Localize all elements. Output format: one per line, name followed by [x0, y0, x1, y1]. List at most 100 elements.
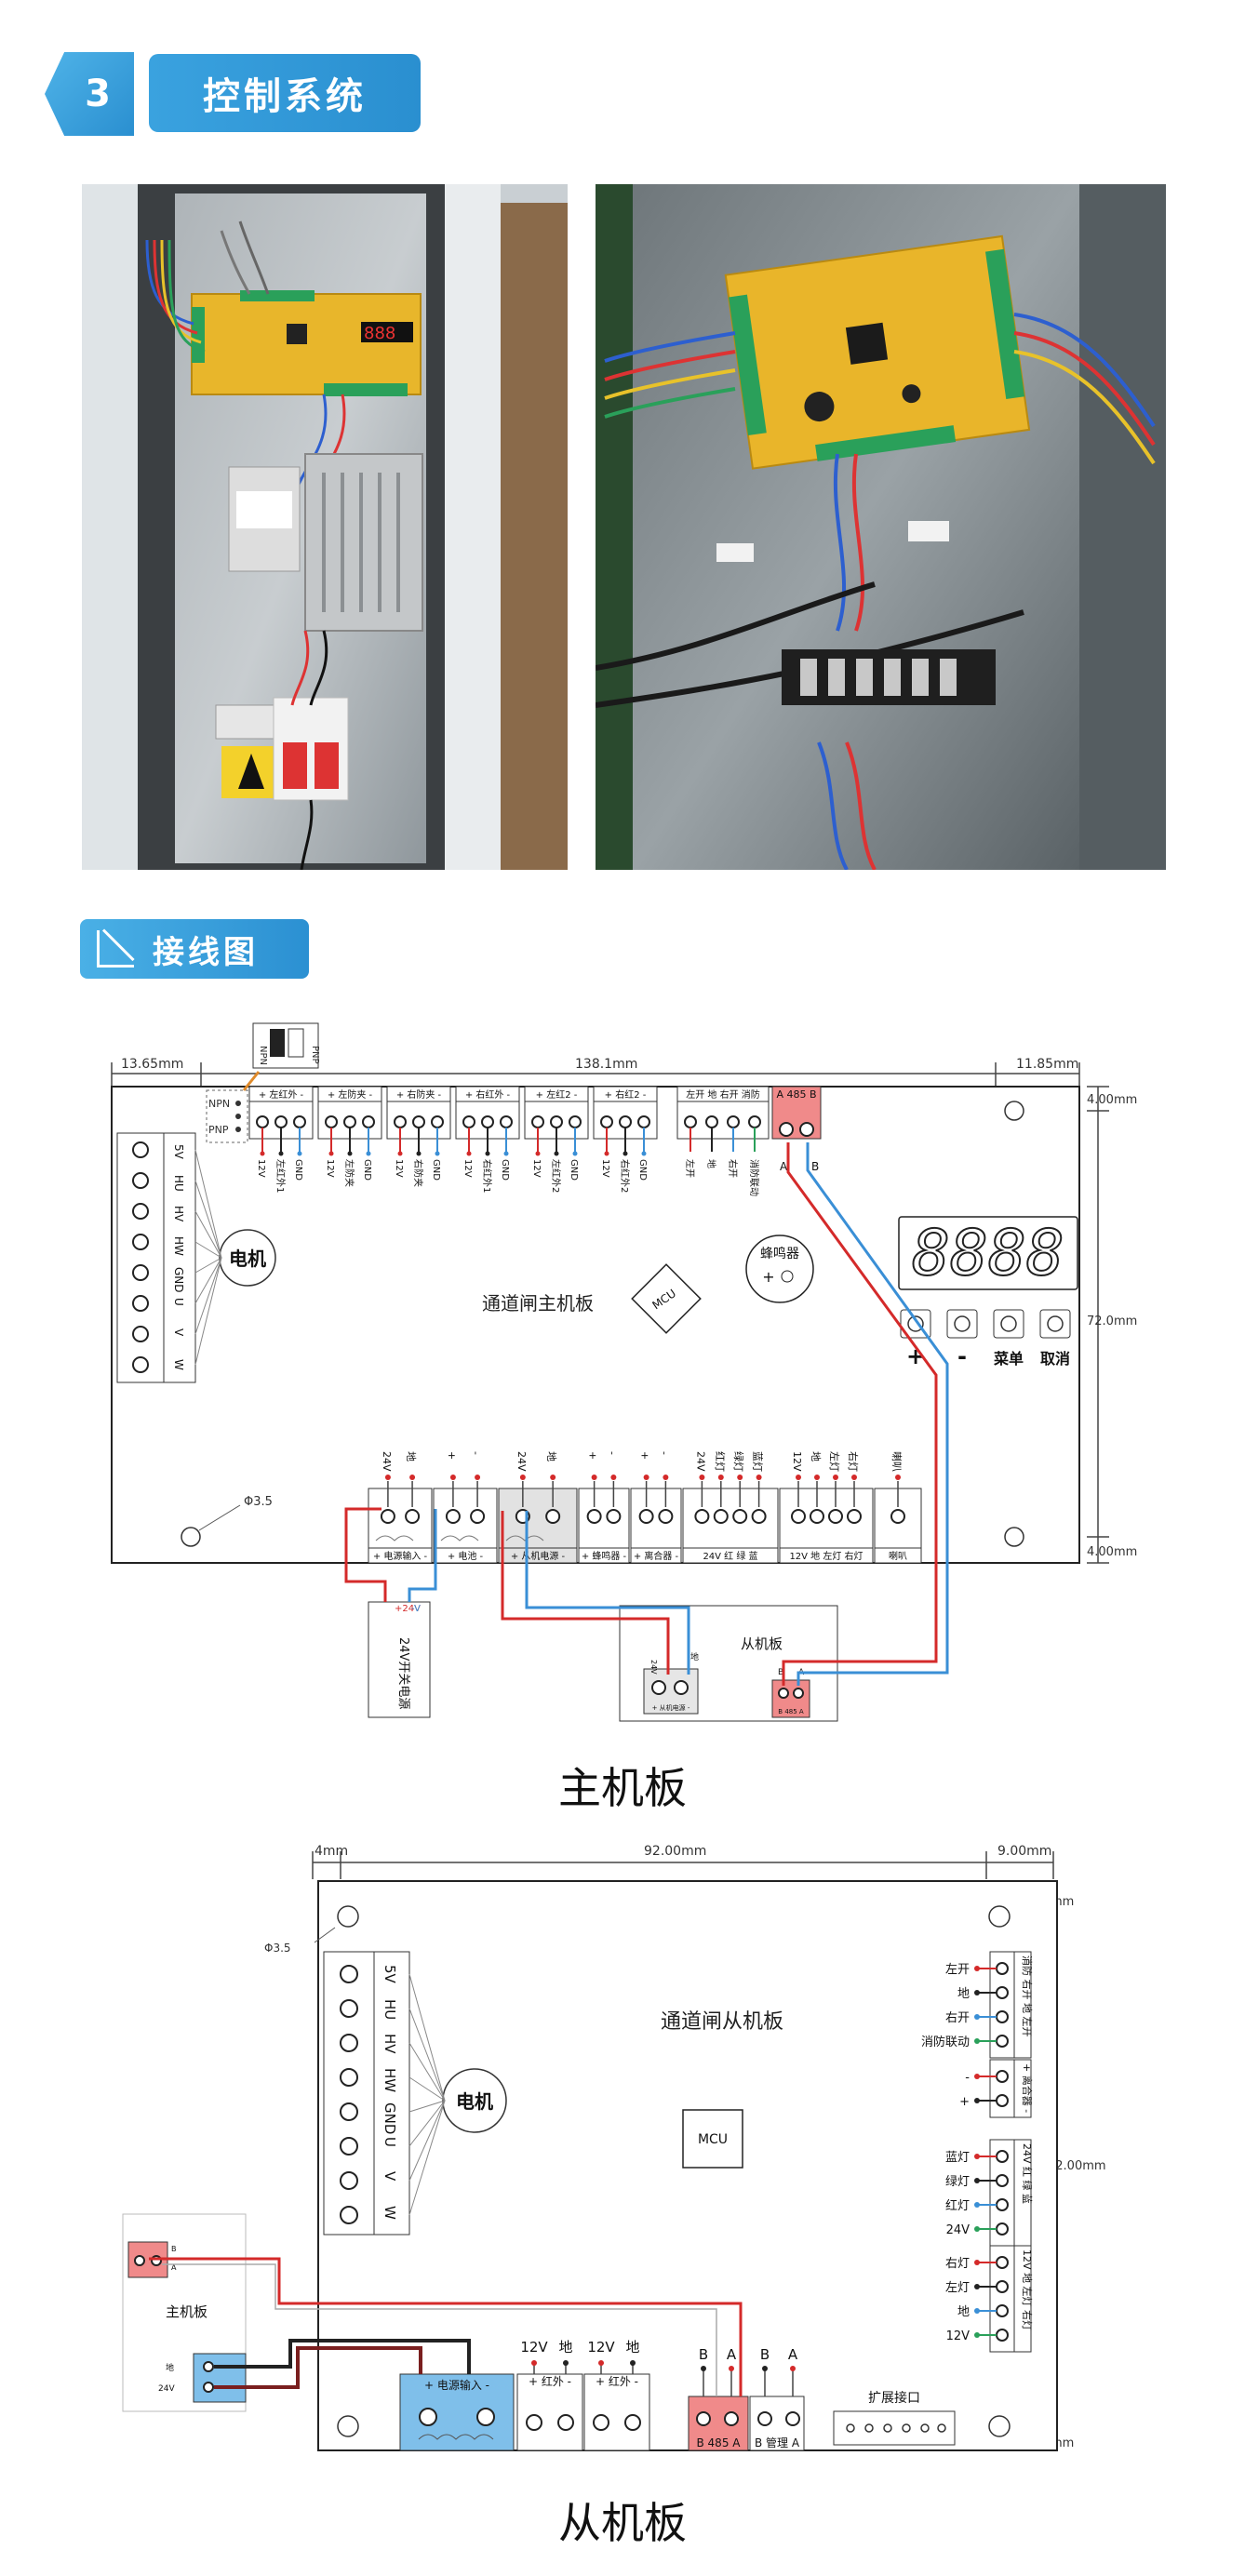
- slave-right-pin-label: 12V: [946, 2329, 971, 2343]
- slave-box-title: 从机板: [741, 1635, 783, 1652]
- main-rs485-label: A 485 B: [776, 1088, 816, 1101]
- slave-motor-pin-label: HU: [382, 1999, 398, 2020]
- main-top-pin-label: 12V: [462, 1159, 473, 1178]
- main-bottom-pin-label: 地: [405, 1451, 417, 1462]
- slave-right-pin-label: 右灯: [945, 2257, 970, 2271]
- slave-mcu-label: MCU: [698, 2132, 728, 2147]
- main-motor-connector: [116, 1132, 196, 1383]
- slave-right-pin-label: 红灯: [945, 2198, 970, 2213]
- main-panel-button-label: 取消: [1040, 1350, 1070, 1368]
- main-bottom-pin-label: 地: [810, 1451, 822, 1462]
- psu-box: [368, 1601, 431, 1718]
- slave-motor-pin-terminal: [340, 2102, 358, 2121]
- slave-motor-pin-label: U: [382, 2137, 398, 2147]
- slave-bottom-pin-label: A: [727, 2346, 737, 2363]
- main-motor-pin-label: GND: [172, 1267, 185, 1293]
- main-top-block-label: + 左防夹 -: [328, 1088, 373, 1101]
- master-box-power: [193, 2353, 247, 2403]
- slave-box-rs485-b: B: [778, 1668, 783, 1677]
- main-top-pin-label: 右红外2: [619, 1159, 631, 1193]
- slave-motor-pin-label: 5V: [382, 1965, 398, 1984]
- main-top-pin-label: GND: [362, 1159, 372, 1181]
- main-bottom-pin-label: +: [446, 1451, 458, 1460]
- main-top-block-label: + 右红2 -: [605, 1088, 647, 1101]
- slave-right-pin-label: 绿灯: [945, 2175, 970, 2189]
- slave-dim-height: 72.00mm: [1048, 2159, 1106, 2173]
- slave-motor-pin-terminal: [340, 1965, 358, 1983]
- slave-motor-pin-terminal: [340, 2034, 358, 2052]
- slave-dim-left: 4mm: [315, 1844, 348, 1859]
- slave-motor-icon: [442, 2068, 507, 2133]
- main-bottom-block-label: + 从机电源 -: [511, 1550, 566, 1562]
- main-top-block-label: + 左红外 -: [259, 1088, 304, 1101]
- slave-right-block-label: 12V 地 左灯 右灯: [1021, 2249, 1034, 2330]
- main-bottom-block: + 电池 -+-: [433, 1451, 498, 1564]
- slave-right-block-label: 24V 红 绿 蓝: [1021, 2143, 1034, 2204]
- main-bottom-block-label: + 电源输入 -: [373, 1550, 428, 1562]
- main-motor-pin-terminal: [132, 1203, 149, 1220]
- main-motor-pin-label: V: [172, 1328, 185, 1337]
- npn-label: NPN: [208, 1098, 230, 1110]
- buzzer-icon: [745, 1235, 814, 1303]
- slave-motor-pin-label: V: [382, 2171, 398, 2182]
- master-box-power-gnd: 地: [166, 2362, 174, 2373]
- main-bottom-pin-label: 地: [545, 1451, 557, 1462]
- photo-controller-closeup: [596, 184, 1166, 870]
- slave-right-pin-label: 左开: [945, 1963, 970, 1977]
- buzzer-label: 蜂鸣器: [760, 1246, 799, 1261]
- main-board-name: 通道闸主机板: [482, 1292, 594, 1315]
- slave-motor-pin-terminal: [340, 2171, 358, 2190]
- seven-segment-display: [898, 1216, 1078, 1290]
- main-top-pin-label: GND: [431, 1159, 441, 1181]
- main-top-block-label: + 左红2 -: [536, 1088, 578, 1101]
- npn-pnp-selector: [252, 1022, 319, 1069]
- main-bottom-pin-label: 左灯: [828, 1451, 840, 1472]
- slave-bottom-block-label: + 红外 -: [529, 2374, 571, 2388]
- slave-mcu-chip: [682, 2109, 743, 2169]
- psu-label: 24V开关电源: [396, 1637, 410, 1709]
- slave-bottom-pin-label: B: [760, 2346, 770, 2363]
- slave-hole-dia: Φ3.5: [264, 1942, 291, 1955]
- slave-dim-right: 9.00mm: [997, 1844, 1051, 1859]
- main-bottom-pin-label: -: [658, 1451, 670, 1455]
- main-panel-button-label: 菜单: [993, 1350, 1024, 1368]
- main-bottom-pin-label: 12V: [791, 1451, 803, 1472]
- main-bottom-block-label: + 蜂鸣器 -: [582, 1550, 627, 1562]
- main-bottom-pin-label: 红灯: [714, 1451, 726, 1472]
- main-motor-pin-terminal: [132, 1356, 149, 1373]
- main-top-pin-label: 12V: [394, 1159, 404, 1178]
- main-motor-pin-terminal: [132, 1234, 149, 1250]
- slave-bottom-block-label: B 管理 A: [755, 2436, 800, 2449]
- slave-box-rs485-label: B 485 A: [778, 1708, 804, 1715]
- slave-motor-connector: [323, 1951, 410, 2236]
- main-top-pin-label: 12V: [600, 1159, 610, 1178]
- main-bottom-block: + 离合器 -+-: [630, 1451, 682, 1564]
- section-number-badge: 3: [45, 52, 134, 136]
- svg-text:888: 888: [364, 324, 395, 343]
- slave-motor-pin-label: W: [382, 2206, 398, 2220]
- main-bottom-pin-label: +: [639, 1451, 651, 1460]
- main-panel-button-label: +: [906, 1343, 925, 1369]
- main-top-pin-label: 左防夹: [343, 1159, 355, 1187]
- main-top-pin-label: 12V: [325, 1159, 335, 1178]
- main-top-pin-label: GND: [569, 1159, 579, 1181]
- main-dim-bottom-margin: 4.00mm: [1087, 1545, 1137, 1559]
- main-motor-pin-terminal: [132, 1172, 149, 1189]
- main-fire-pin-label: 消防联动: [748, 1159, 760, 1196]
- slave-wires: [149, 2257, 743, 2396]
- main-bottom-pin-label: 24V: [694, 1451, 706, 1472]
- main-bottom-block-label: + 电池 -: [448, 1550, 484, 1562]
- slave-right-block: + 离合器 --+: [959, 2059, 1034, 2118]
- main-wires: [344, 1142, 949, 1686]
- main-dim-left: 13.65mm: [121, 1057, 183, 1072]
- slave-bottom-pin-label: 12V: [587, 2339, 615, 2356]
- slave-box-power-pin-gnd: 地: [690, 1651, 699, 1662]
